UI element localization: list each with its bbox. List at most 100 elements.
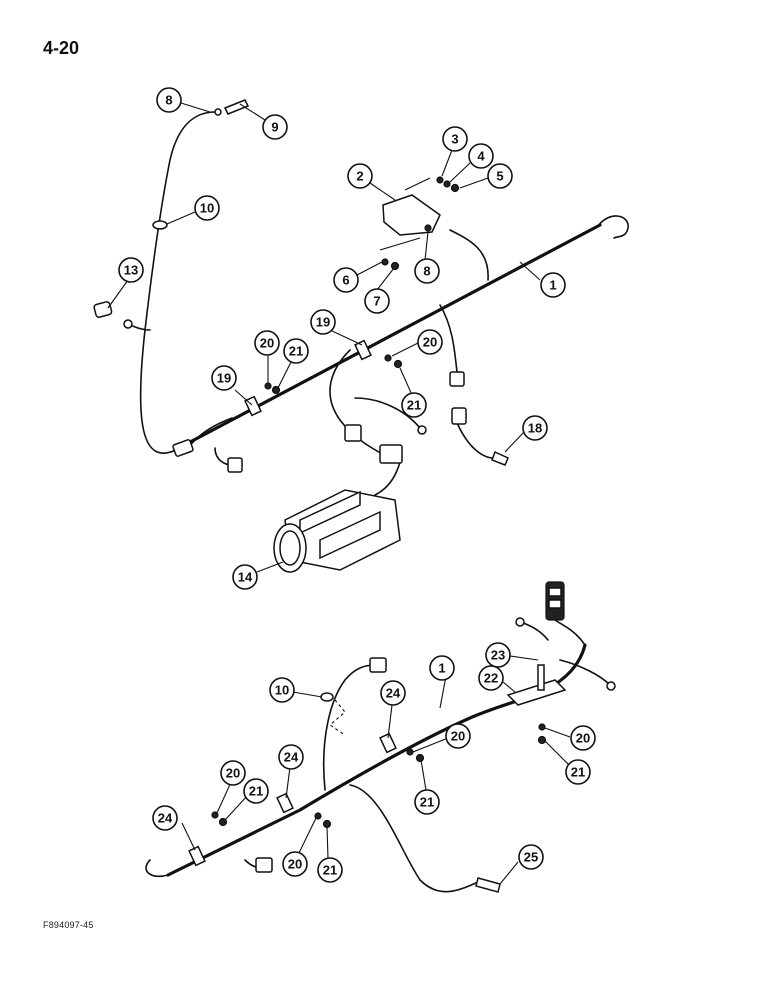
clip-10-lower xyxy=(320,692,334,702)
branch-to-top-connector xyxy=(322,664,376,791)
svg-text:10: 10 xyxy=(200,201,214,216)
upper-parts xyxy=(93,99,509,573)
svg-text:18: 18 xyxy=(528,421,542,436)
branch-to-ring xyxy=(519,621,549,641)
svg-text:20: 20 xyxy=(226,766,240,781)
callout-20-left-lower: 20 xyxy=(220,760,246,786)
callout-20-right-lower: 20 xyxy=(445,723,471,749)
branch-to-ground xyxy=(559,659,611,686)
connector-18-a xyxy=(449,371,465,387)
sensor-18 xyxy=(491,450,509,466)
callouts: 8 9 10 13 2 3 4 5 6 7 8 1 19 20 21 20 21… xyxy=(118,87,596,883)
ring-terminal-ground xyxy=(606,681,616,691)
harness-end-loop xyxy=(597,215,629,239)
clamp-24-left xyxy=(188,845,206,867)
nut-5 xyxy=(450,183,460,193)
connector-plug xyxy=(227,457,243,473)
nut-7 xyxy=(390,261,400,271)
nut-21-left-lower xyxy=(218,817,228,827)
svg-text:9: 9 xyxy=(271,120,278,135)
washer-4 xyxy=(443,180,451,188)
svg-text:8: 8 xyxy=(423,264,430,279)
callout-10-lower: 10 xyxy=(269,677,295,703)
callout-21-left-lower: 21 xyxy=(243,778,269,804)
bracket-22 xyxy=(506,679,567,706)
nut-21-right xyxy=(393,359,403,369)
washer-20-right xyxy=(384,354,392,362)
callout-13: 13 xyxy=(118,257,144,283)
clamp-24-mid xyxy=(276,792,294,814)
lower-parts xyxy=(188,581,616,893)
connector-plug-lower xyxy=(255,857,273,873)
svg-text:5: 5 xyxy=(496,169,503,184)
clip-10-upper xyxy=(152,220,168,230)
branch-to-switch-body xyxy=(374,461,401,496)
clamp-24-right xyxy=(379,732,397,754)
svg-text:14: 14 xyxy=(238,570,253,585)
nut-21-bracket xyxy=(537,735,547,745)
callout-4: 4 xyxy=(468,143,494,169)
callout-21-right-lower: 21 xyxy=(414,789,440,815)
branch-to-sensor-25 xyxy=(349,784,479,893)
callout-20-mid-lower: 20 xyxy=(282,851,308,877)
branch-to-sender xyxy=(139,111,216,454)
callout-6: 6 xyxy=(333,267,359,293)
callout-14: 14 xyxy=(232,564,258,590)
svg-text:3: 3 xyxy=(451,132,458,147)
callout-leaders xyxy=(107,102,573,885)
callout-19-right: 19 xyxy=(310,309,336,335)
callout-20-left: 20 xyxy=(254,330,280,356)
svg-text:1: 1 xyxy=(438,661,445,676)
svg-text:21: 21 xyxy=(249,784,263,799)
callout-19-left: 19 xyxy=(211,365,237,391)
switch-14 xyxy=(273,489,401,573)
leader-clip-10-lower xyxy=(329,699,346,736)
washer-20-right-lower xyxy=(406,748,414,756)
connector-switch-a xyxy=(344,424,362,442)
main-harness-lower xyxy=(166,643,587,877)
connector-top-lower xyxy=(369,657,387,673)
upper-harness xyxy=(124,111,629,496)
callout-21-mid-lower: 21 xyxy=(317,857,343,883)
page-number: 4-20 xyxy=(43,38,80,58)
callout-8-top: 8 xyxy=(156,87,182,113)
callout-20-bracket: 20 xyxy=(570,725,596,751)
callout-8-sensor: 8 xyxy=(414,258,440,284)
callout-5: 5 xyxy=(487,163,513,189)
callout-9: 9 xyxy=(262,114,288,140)
svg-text:13: 13 xyxy=(124,263,138,278)
washer-8-top xyxy=(214,108,222,116)
svg-text:20: 20 xyxy=(576,731,590,746)
nut-21-mid-lower xyxy=(322,819,332,829)
callout-7: 7 xyxy=(364,288,390,314)
leader-sensor-top xyxy=(404,177,431,191)
connector-switch-b xyxy=(379,444,403,464)
svg-text:1: 1 xyxy=(549,278,556,293)
svg-text:21: 21 xyxy=(420,795,434,810)
callout-18: 18 xyxy=(522,415,548,441)
svg-text:20: 20 xyxy=(451,729,465,744)
connector-13 xyxy=(93,301,113,318)
callout-3: 3 xyxy=(442,126,468,152)
callout-21-right: 21 xyxy=(401,392,427,418)
svg-text:21: 21 xyxy=(407,398,421,413)
harness-lower-end-loop xyxy=(145,859,169,878)
sensor-25 xyxy=(475,877,501,893)
sender-9 xyxy=(223,99,250,115)
bolt-23 xyxy=(537,664,545,691)
clamp-19-left xyxy=(244,395,262,417)
svg-text:21: 21 xyxy=(289,344,303,359)
washer-20-bracket xyxy=(538,723,546,731)
callout-24-mid: 24 xyxy=(278,744,304,770)
branch-switch-tail xyxy=(354,397,421,429)
branch-to-sensor-2 xyxy=(449,229,489,281)
svg-text:10: 10 xyxy=(275,683,289,698)
branch-18-tail xyxy=(457,424,499,459)
bulkhead-connector xyxy=(545,581,565,621)
figure-code: F894097-45 xyxy=(43,920,94,930)
callout-22: 22 xyxy=(478,665,504,691)
washer-6 xyxy=(381,258,389,266)
callout-25: 25 xyxy=(518,844,544,870)
svg-text:2: 2 xyxy=(356,169,363,184)
